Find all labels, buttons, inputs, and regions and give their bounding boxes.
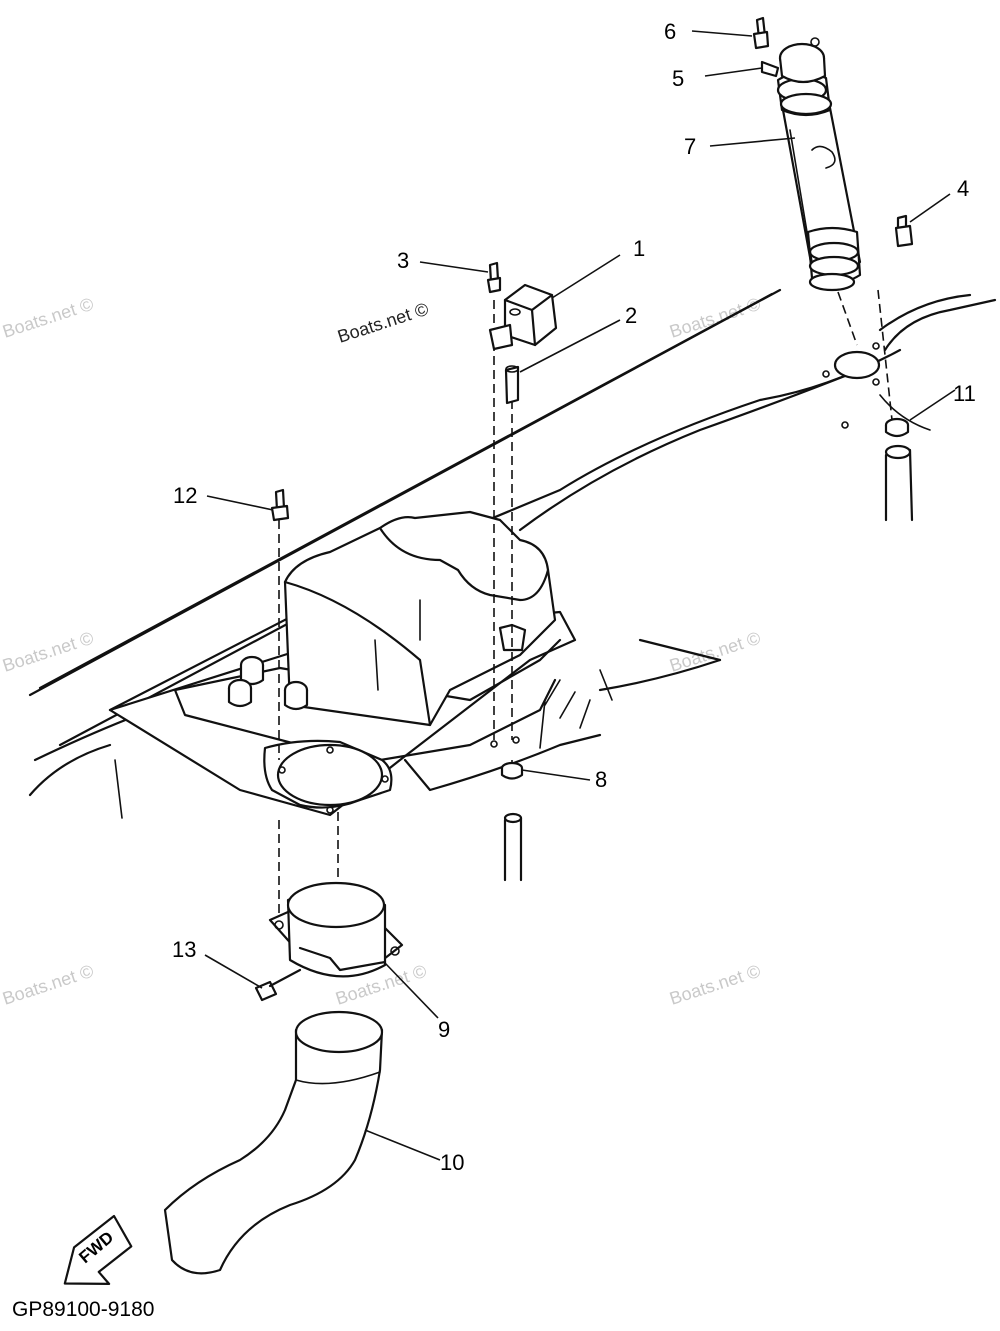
callout-11: 11 — [953, 381, 976, 406]
fwd-arrow-icon: FWD — [63, 1214, 133, 1285]
leader-lines — [204, 30, 956, 1161]
watermark-text: Boats.net © — [667, 628, 763, 676]
part-6-fitting — [752, 16, 770, 50]
part-3-rivet — [486, 261, 502, 294]
watermark-text: Boats.net © — [667, 961, 763, 1009]
callout-4: 4 — [957, 176, 969, 201]
callout-2: 2 — [625, 303, 637, 328]
part-1-bracket — [488, 283, 558, 351]
callout-7: 7 — [684, 134, 696, 159]
part-9-adapter — [268, 881, 404, 978]
part-4-fitting — [894, 214, 914, 248]
callout-12: 12 — [173, 483, 197, 508]
callouts: 1 2 3 4 5 6 7 8 9 10 11 12 13 — [172, 19, 976, 1175]
tank-assembly — [108, 510, 577, 817]
watermark-text: Boats.net © — [0, 294, 96, 342]
part-2-rod — [504, 365, 520, 405]
callout-1: 1 — [633, 236, 645, 261]
part-10-duct — [163, 1010, 384, 1275]
part-11-clamp — [884, 417, 914, 522]
part-5-clip — [760, 60, 780, 78]
hull-opening — [822, 342, 881, 429]
watermark-text: Boats.net © — [667, 294, 763, 342]
callout-5: 5 — [672, 66, 684, 91]
callout-10: 10 — [440, 1150, 464, 1175]
callout-9: 9 — [438, 1017, 450, 1042]
watermark-text-dark: Boats.net © — [335, 299, 431, 347]
part-12-rivet — [270, 488, 290, 522]
part-13-screw — [254, 968, 302, 1002]
part-8-clamp — [500, 761, 524, 882]
part-7-filler-neck — [776, 37, 862, 292]
callout-8: 8 — [595, 767, 607, 792]
callout-3: 3 — [397, 248, 409, 273]
watermark-text: Boats.net © — [0, 961, 96, 1009]
callout-6: 6 — [664, 19, 676, 44]
callout-13: 13 — [172, 937, 196, 962]
watermark-text: Boats.net © — [0, 628, 96, 676]
diagram-code: GP89100-9180 — [12, 1298, 154, 1321]
